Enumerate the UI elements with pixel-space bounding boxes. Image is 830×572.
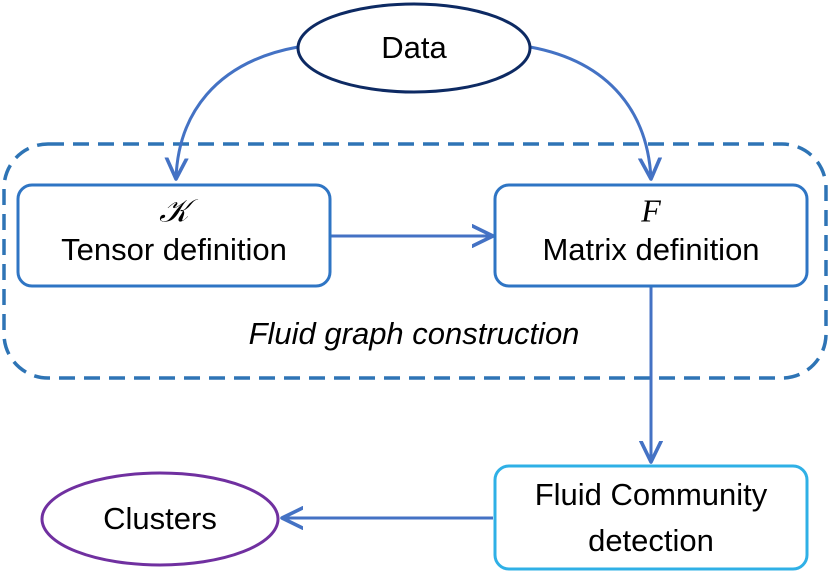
data-node: Data <box>296 2 532 94</box>
matrix-definition-node: F Matrix definition <box>493 183 809 288</box>
fluid-community-detection-node: Fluid Community detection <box>493 464 809 571</box>
matrix-symbol: F <box>640 192 661 228</box>
data-label: Data <box>381 30 447 65</box>
fluid-graph-construction-group <box>2 142 828 380</box>
clusters-node: Clusters <box>40 471 280 567</box>
fluid-community-label-line2: detection <box>588 523 714 558</box>
matrix-label: Matrix definition <box>542 232 759 267</box>
edge-data-to-tensor <box>176 45 299 179</box>
fluid-community-label-line1: Fluid Community <box>535 477 768 512</box>
clusters-label: Clusters <box>103 501 217 536</box>
tensor-label: Tensor definition <box>61 232 287 267</box>
group-label: Fluid graph construction <box>249 316 580 351</box>
edge-data-to-matrix <box>529 45 651 179</box>
tensor-definition-node: 𝒦 Tensor definition <box>16 183 332 288</box>
